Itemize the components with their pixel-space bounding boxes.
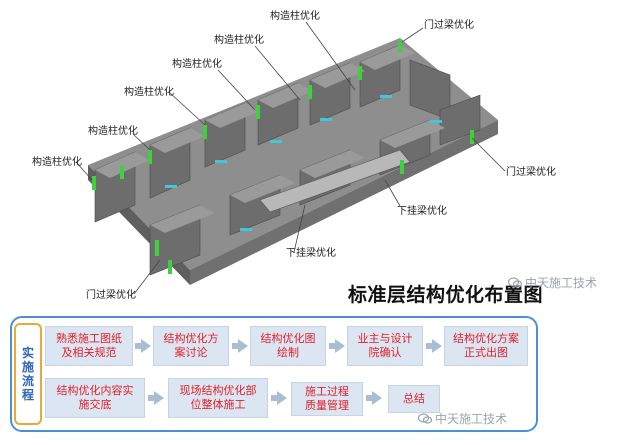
flow-step: 结构优化内容实 施交底 — [45, 378, 145, 418]
flow-step: 总结 — [388, 385, 440, 413]
flow-step: 熟悉施工图纸 及相关规范 — [45, 326, 133, 366]
flow-label-char: 施 — [21, 360, 34, 374]
flow-arrow-icon — [329, 339, 345, 353]
callout-mglyh-top: 门过梁优化 — [424, 18, 474, 31]
flow-arrow-icon — [148, 391, 164, 405]
callout-mglyh-bottom: 门过梁优化 — [86, 288, 136, 301]
flow-step: 业主与设计 院确认 — [347, 326, 423, 366]
callout-xglyh-2: 下挂梁优化 — [286, 246, 336, 259]
flow-step: 结构优化方 案讨论 — [153, 326, 229, 366]
flow-step: 结构优化方案 正式出图 — [444, 326, 528, 366]
flow-arrow-icon — [232, 339, 248, 353]
callout-gzz-3: 构造柱优化 — [172, 57, 222, 70]
structure-model-illustration: 构造柱优化 构造柱优化 构造柱优化 构造柱优化 构造柱优化 构造柱优化 门过梁优… — [32, 9, 556, 301]
callout-leaders — [75, 21, 506, 295]
callout-gzz-5: 构造柱优化 — [88, 124, 138, 137]
watermark-text: 中天施工技术 — [435, 412, 508, 426]
flow-label-char: 流 — [21, 374, 34, 388]
flow-arrow-icon — [426, 339, 442, 353]
flow-label-char: 实 — [21, 346, 34, 360]
flow-arrow-icon — [271, 391, 287, 405]
flow-step: 现场结构优化部 位整体施工 — [168, 378, 268, 418]
flow-step: 施工过程 质量管理 — [291, 382, 363, 416]
flow-arrow-icon — [135, 339, 151, 353]
wechat-icon — [418, 413, 432, 424]
watermark-top: 中天施工技术 — [508, 274, 597, 291]
callout-gzz-6: 构造柱优化 — [32, 155, 82, 168]
callout-gzz-2: 构造柱优化 — [214, 33, 264, 46]
flow-step: 结构优化图 绘制 — [250, 326, 326, 366]
building-model — [88, 38, 498, 285]
callout-gzz-4: 构造柱优化 — [124, 85, 174, 98]
callout-gzz-1: 构造柱优化 — [270, 9, 320, 22]
callout-mglyh-right: 门过梁优化 — [506, 165, 556, 178]
callout-xglyh-1: 下挂梁优化 — [397, 204, 447, 217]
flow-arrow-icon — [366, 391, 382, 405]
flow-label-char: 程 — [21, 388, 34, 402]
watermark-text: 中天施工技术 — [525, 276, 598, 290]
diagram-title: 标准层结构优化布置图 — [348, 284, 544, 306]
flow-chart-label: 实 施 流 程 — [14, 323, 42, 425]
wechat-icon — [508, 277, 522, 288]
watermark-bottom: 中天施工技术 — [418, 410, 507, 427]
